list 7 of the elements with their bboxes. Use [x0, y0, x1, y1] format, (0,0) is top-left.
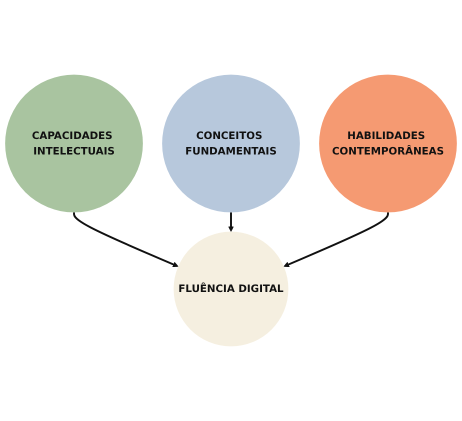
- node-circle: CAPACIDADES INTELECTUAIS: [5, 74, 143, 212]
- node-circle: HABILIDADES CONTEMPORÂNEAS: [319, 74, 457, 212]
- node-circle: CONCEITOS FUNDAMENTAIS: [162, 74, 300, 212]
- arrow: [228, 212, 234, 232]
- arrow: [73, 212, 178, 268]
- arrow: [284, 212, 389, 268]
- node-circle: FLUÊNCIA DIGITAL: [174, 232, 288, 346]
